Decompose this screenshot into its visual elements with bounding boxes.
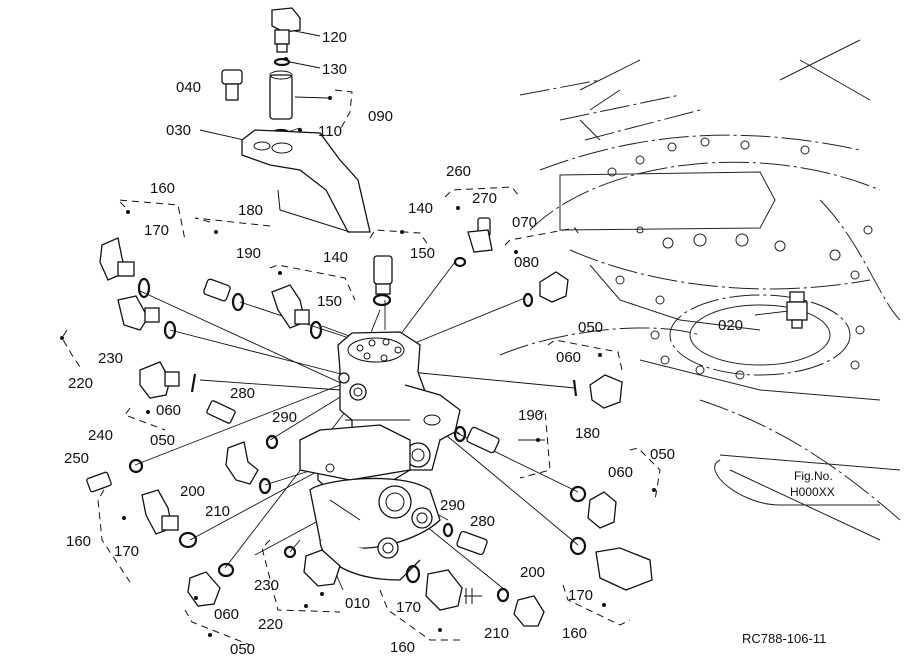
label-270: 270 bbox=[472, 190, 497, 207]
label-110: 110 bbox=[318, 123, 342, 140]
label-230-bottom: 230 bbox=[254, 577, 279, 594]
label-010: 010 bbox=[345, 595, 370, 612]
leader-lines bbox=[134, 29, 798, 591]
label-170-bottom-right: 170 bbox=[568, 587, 593, 604]
label-170-top: 170 bbox=[144, 222, 169, 239]
label-200-left: 200 bbox=[180, 483, 205, 500]
label-060-right2: 060 bbox=[608, 464, 633, 481]
label-290-right: 290 bbox=[440, 497, 465, 514]
label-170-bottom: 170 bbox=[396, 599, 421, 616]
label-060-bottom: 060 bbox=[214, 606, 239, 623]
label-070: 070 bbox=[512, 214, 537, 231]
label-050-right2: 050 bbox=[650, 446, 675, 463]
label-160-top: 160 bbox=[150, 180, 175, 197]
label-220-bottom: 220 bbox=[258, 616, 283, 633]
marker-dots bbox=[60, 206, 656, 637]
group-brackets bbox=[61, 89, 661, 646]
label-140-mid: 140 bbox=[323, 249, 348, 266]
label-030: 030 bbox=[166, 122, 191, 139]
label-160-left: 160 bbox=[66, 533, 91, 550]
label-080: 080 bbox=[514, 254, 539, 271]
label-050-left: 050 bbox=[150, 432, 175, 449]
label-050-right: 050 bbox=[578, 319, 603, 336]
part-labels: 120 130 040 090 110 030 260 270 160 170 … bbox=[64, 29, 743, 658]
label-060-right: 060 bbox=[556, 349, 581, 366]
figure-label-line1: Fig.No. bbox=[794, 469, 833, 483]
label-200-bottom: 200 bbox=[520, 564, 545, 581]
label-120: 120 bbox=[322, 29, 347, 46]
label-210-bottom: 210 bbox=[484, 625, 509, 642]
label-290-left: 290 bbox=[272, 409, 297, 426]
label-230-left: 230 bbox=[98, 350, 123, 367]
valve-body bbox=[299, 331, 461, 581]
label-210-left: 210 bbox=[205, 503, 230, 520]
label-240: 240 bbox=[88, 427, 113, 444]
label-020: 020 bbox=[718, 317, 743, 334]
label-150-right: 150 bbox=[410, 245, 435, 262]
label-130: 130 bbox=[322, 61, 347, 78]
figure-reference: Fig.No. H000XX RC788-106-11 bbox=[714, 459, 880, 646]
label-180-left: 180 bbox=[238, 202, 263, 219]
label-260: 260 bbox=[446, 163, 471, 180]
label-280-right: 280 bbox=[470, 513, 495, 530]
pressure-sensor-assembly bbox=[221, 7, 371, 233]
label-050-bottom: 050 bbox=[230, 641, 255, 658]
reference-code: RC788-106-11 bbox=[742, 631, 826, 646]
label-180-right: 180 bbox=[575, 425, 600, 442]
label-280-left: 280 bbox=[230, 385, 255, 402]
label-160-bottom-right: 160 bbox=[562, 625, 587, 642]
label-190-left: 190 bbox=[236, 245, 261, 262]
background-housing bbox=[499, 39, 901, 541]
label-160-bottom: 160 bbox=[390, 639, 415, 656]
label-150-mid: 150 bbox=[317, 293, 342, 310]
label-190-right: 190 bbox=[518, 407, 543, 424]
label-090: 090 bbox=[368, 108, 393, 125]
label-250: 250 bbox=[64, 450, 89, 467]
label-060-left: 060 bbox=[156, 402, 181, 419]
label-170-left: 170 bbox=[114, 543, 139, 560]
fittings bbox=[86, 217, 808, 627]
label-220-left: 220 bbox=[68, 375, 93, 392]
label-040: 040 bbox=[176, 79, 201, 96]
figure-label-line2: H000XX bbox=[790, 485, 835, 499]
label-140-right: 140 bbox=[408, 200, 433, 217]
